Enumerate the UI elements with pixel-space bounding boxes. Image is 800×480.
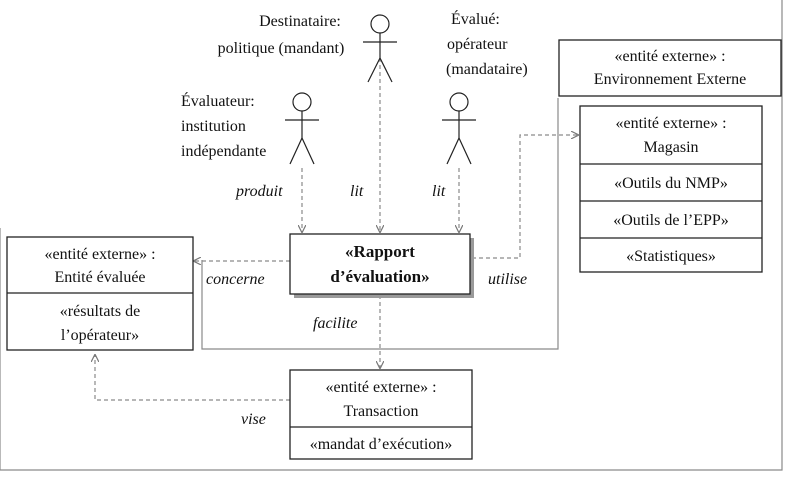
box-magasin-item-2: «Outils de l’EPP» [613,212,729,229]
box-entite-item-line2: l’opérateur» [61,327,139,344]
box-transaction-item-1: «mandat d’exécution» [310,436,453,453]
edge-lit2-label: lit [432,183,446,200]
box-rapport: «Rapport d’évaluation» [289,233,474,298]
box-environnement: «entité externe» : Environnement Externe [558,39,782,97]
box-magasin-title-line2: Magasin [643,139,698,156]
edge-vise-line [95,355,290,401]
outer-frame [0,0,783,471]
actor-evalue-line3: (mandataire) [446,61,528,78]
edge-utilise-line [472,135,578,259]
actor-evaluateur-icon [285,92,319,165]
box-magasin: «entité externe» : Magasin «Outils du NM… [579,105,763,273]
box-rapport-title-line2: d’évaluation» [330,267,429,286]
edge-utilise-label: utilise [488,271,527,288]
box-transaction: «entité externe» : Transaction «mandat d… [289,369,473,460]
box-magasin-item-3: «Statistiques» [626,248,716,265]
edge-facilite-label: facilite [313,315,357,332]
box-entite: «entité externe» : Entité évaluée «résul… [6,236,194,351]
edge-produit-label: produit [235,183,283,200]
box-magasin-title-line1: «entité externe» : [615,115,726,132]
actor-destinataire-line2: politique (mandant) [218,40,345,57]
box-magasin-item-1: «Outils du NMP» [614,175,728,192]
box-rapport-title-line1: «Rapport [345,242,415,261]
actor-evaluateur-line3: indépendante [181,143,266,160]
edge-vise-label: vise [241,411,266,428]
actor-destinataire-line1: Destinataire: [259,13,341,30]
actor-evaluateur-line1: Évaluateur: [181,91,255,110]
actor-destinataire-icon [363,14,397,83]
box-transaction-title-line1: «entité externe» : [325,379,436,396]
actor-evalue-line1: Évalué: [451,9,500,28]
box-entite-title-line2: Entité évaluée [54,269,145,286]
actor-evalue-line2: opérateur [447,36,508,53]
box-environnement-title-line2: Environnement Externe [594,71,746,88]
edge-concerne-label: concerne [206,271,265,288]
box-entite-item-line1: «résultats de [60,303,140,320]
actor-evalue-icon [442,92,476,165]
box-transaction-title-line2: Transaction [344,403,419,420]
box-entite-title-line1: «entité externe» : [44,246,155,263]
edge-lit1-label: lit [350,183,364,200]
actor-evaluateur-line2: institution [181,118,246,135]
environnement-frame [201,98,559,350]
box-environnement-title-line1: «entité externe» : [614,48,725,65]
